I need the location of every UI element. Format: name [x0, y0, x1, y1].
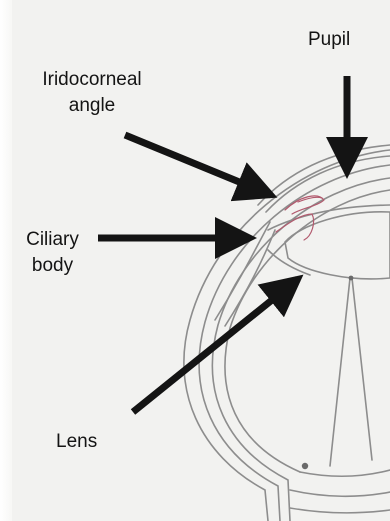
optic-nerve-line-3 — [290, 508, 390, 513]
label-lens: Lens — [56, 430, 97, 454]
cornea-inner — [266, 156, 390, 212]
visual-axis-line-1 — [330, 278, 350, 466]
eye-outline — [184, 145, 390, 521]
label-pupil: Pupil — [308, 28, 350, 52]
label-iridocorneal-line2: angle — [22, 94, 162, 118]
lens-outline — [285, 212, 390, 279]
label-ciliary-line1: Ciliary — [10, 228, 95, 252]
label-iridocorneal-line1: Iridocorneal — [22, 68, 162, 92]
optic-nerve-line-1 — [300, 470, 390, 476]
label-ciliary-line2: body — [10, 254, 95, 278]
tuft-line-2 — [225, 230, 275, 326]
retina-line — [225, 190, 390, 472]
arrow-iridocorneal — [125, 135, 271, 195]
retina-point — [302, 463, 308, 469]
visual-axis-line-2 — [352, 278, 372, 460]
optic-nerve-line-2 — [290, 490, 390, 496]
lens-pole — [349, 276, 354, 281]
